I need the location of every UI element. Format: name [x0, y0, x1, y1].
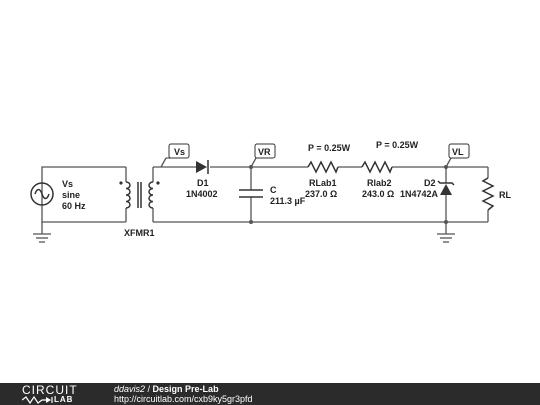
author-name[interactable]: ddavis2	[114, 384, 146, 394]
probe-vl-label: VL	[452, 147, 464, 157]
ground-symbol-output	[437, 233, 455, 243]
circuit-title[interactable]: Design Pre-Lab	[152, 384, 219, 394]
resistor-rlab2-power-label: P = 0.25W	[376, 140, 419, 150]
footer-text: ddavis2 / Design Pre-Lab http://circuitl…	[114, 384, 253, 404]
zener-name-label: D2	[424, 178, 436, 188]
schematic-diagram: Vs sine 60 Hz XFMR1 D1 1N4002 C 211.3 µF…	[30, 140, 511, 243]
probe-vr[interactable]: VR	[250, 143, 276, 168]
zener-part-label: 1N4742A	[400, 189, 439, 199]
circuit-url-link[interactable]: http://circuitlab.com/cxb9ky5gr3pfd	[114, 394, 253, 404]
resistor-rlab2-name-label: Rlab2	[367, 178, 392, 188]
probe-vr-label: VR	[258, 147, 271, 157]
source-frequency-label: 60 Hz	[62, 201, 86, 211]
capacitor-value-label: 211.3 µF	[270, 196, 306, 206]
circuitlab-logo[interactable]: CIRCUIT LAB	[22, 383, 102, 405]
transformer-symbol	[119, 181, 160, 209]
junction-dot	[444, 220, 448, 224]
resistor-rlab2-symbol	[361, 160, 393, 174]
zener-diode-symbol	[437, 180, 455, 195]
probe-vl[interactable]: VL	[445, 143, 470, 168]
probe-vs[interactable]: Vs	[160, 143, 190, 168]
diode-part-label: 1N4002	[186, 189, 218, 199]
resistor-rlab1-name-label: RLab1	[309, 178, 337, 188]
source-type-label: sine	[62, 190, 80, 200]
load-name-label: RL	[499, 190, 511, 200]
ground-symbol-source	[33, 233, 51, 243]
probe-vs-label: Vs	[174, 147, 185, 157]
logo-text-bottom: LAB	[54, 395, 74, 404]
footer-bar: CIRCUIT LAB ddavis2 / Design Pre-Lab htt…	[0, 383, 540, 405]
resistor-rlab1-symbol	[307, 160, 339, 174]
load-resistor-symbol	[481, 177, 495, 211]
wires	[41, 166, 489, 234]
logo-wave-icon	[22, 395, 53, 405]
title-separator: /	[145, 384, 153, 394]
source-loop-wire	[41, 166, 126, 223]
capacitor-symbol	[239, 189, 263, 198]
resistor-rlab1-power-label: P = 0.25W	[308, 143, 351, 153]
diode-symbol	[196, 160, 209, 174]
diode-name-label: D1	[197, 178, 209, 188]
ac-source-symbol	[30, 182, 54, 206]
logo-text-top: CIRCUIT	[22, 383, 78, 397]
resistor-rlab2-value-label: 243.0 Ω	[362, 189, 394, 199]
source-name-label: Vs	[62, 179, 73, 189]
resistor-rlab1-value-label: 237.0 Ω	[305, 189, 337, 199]
transformer-label: XFMR1	[124, 228, 155, 238]
capacitor-name-label: C	[270, 185, 277, 195]
junction-dot	[249, 220, 253, 224]
